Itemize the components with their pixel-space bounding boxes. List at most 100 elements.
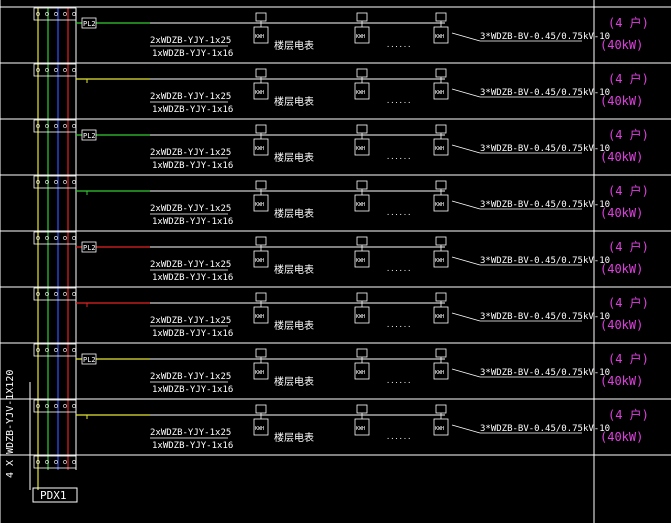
distribution-box bbox=[81, 241, 97, 253]
meter-continuation-dots: ...... bbox=[386, 433, 411, 441]
cable-spec-top: 2xWDZB-YJY-1x25 bbox=[150, 36, 231, 46]
terminal-dot bbox=[54, 404, 58, 408]
terminal-dot bbox=[36, 124, 40, 128]
cable-spec-bottom: 1xWDZB-YJY-1x16 bbox=[152, 161, 233, 171]
meter-breaker-icon bbox=[435, 124, 447, 134]
terminal-dot bbox=[54, 292, 58, 296]
terminal-block bbox=[33, 175, 77, 189]
power-label: (40kW) bbox=[600, 38, 643, 52]
households-label: (4 户) bbox=[608, 239, 649, 254]
terminal-dot bbox=[45, 236, 49, 240]
kwh-meter-label: KWH bbox=[356, 202, 365, 208]
meter-breaker-icon bbox=[255, 12, 267, 22]
terminal-dot bbox=[54, 348, 58, 352]
kwh-meter-icon bbox=[433, 250, 449, 268]
kwh-meter-icon bbox=[433, 138, 449, 156]
terminal-dot bbox=[36, 348, 40, 352]
branch-cable-label: 3*WDZB-BV-0.45/0.75kV-10 bbox=[480, 32, 610, 42]
households-label: (4 户) bbox=[608, 407, 649, 422]
terminal-dot bbox=[72, 124, 76, 128]
kwh-meter-icon bbox=[253, 362, 269, 380]
branch-leader-line bbox=[451, 144, 481, 154]
cable-spec-bottom: 1xWDZB-YJY-1x16 bbox=[152, 217, 233, 227]
kwh-meter-icon bbox=[253, 138, 269, 156]
kwh-meter-label: KWH bbox=[255, 202, 264, 208]
meter-breaker-icon bbox=[435, 236, 447, 246]
terminal-dot bbox=[36, 292, 40, 296]
kwh-meter-label: KWH bbox=[435, 314, 444, 320]
distribution-box-label: PL2 bbox=[83, 244, 96, 252]
terminal-block bbox=[33, 119, 77, 133]
power-label: (40kW) bbox=[600, 262, 643, 276]
terminal-dot bbox=[72, 68, 76, 72]
meter-breaker-icon bbox=[356, 12, 368, 22]
kwh-meter-icon bbox=[253, 250, 269, 268]
terminal-dot bbox=[63, 292, 67, 296]
meter-breaker-icon bbox=[356, 348, 368, 358]
terminal-dot bbox=[36, 12, 40, 16]
kwh-meter-label: KWH bbox=[255, 258, 264, 264]
terminal-dot bbox=[36, 180, 40, 184]
terminal-dot bbox=[36, 68, 40, 72]
terminal-dot bbox=[54, 236, 58, 240]
kwh-meter-icon bbox=[354, 194, 370, 212]
terminal-block bbox=[33, 63, 77, 77]
terminal-dot bbox=[36, 404, 40, 408]
cable-spec-top: 2xWDZB-YJY-1x25 bbox=[150, 260, 231, 270]
meter-breaker-icon bbox=[255, 348, 267, 358]
cable-spec-bottom: 1xWDZB-YJY-1x16 bbox=[152, 49, 233, 59]
kwh-meter-label: KWH bbox=[435, 426, 444, 432]
terminal-dot bbox=[72, 12, 76, 16]
kwh-meter-icon bbox=[253, 194, 269, 212]
meter-continuation-dots: ...... bbox=[386, 41, 411, 49]
cable-spec-bottom: 1xWDZB-YJY-1x16 bbox=[152, 329, 233, 339]
meter-breaker-icon bbox=[435, 68, 447, 78]
branch-cable-label: 3*WDZB-BV-0.45/0.75kV-10 bbox=[480, 144, 610, 154]
terminal-dot bbox=[54, 12, 58, 16]
cable-spec-top: 2xWDZB-YJY-1x25 bbox=[150, 204, 231, 214]
kwh-meter-icon bbox=[354, 82, 370, 100]
meter-breaker-icon bbox=[356, 180, 368, 190]
kwh-meter-icon bbox=[433, 362, 449, 380]
terminal-dot bbox=[72, 292, 76, 296]
branch-cable-label: 3*WDZB-BV-0.45/0.75kV-10 bbox=[480, 368, 610, 378]
branch-leader-line bbox=[451, 312, 481, 322]
kwh-meter-icon bbox=[433, 26, 449, 44]
households-label: (4 户) bbox=[608, 183, 649, 198]
floor-meter-label: 楼层电表 bbox=[274, 207, 314, 220]
meter-continuation-dots: ...... bbox=[386, 153, 411, 161]
meter-continuation-dots: ...... bbox=[386, 265, 411, 273]
distribution-box-label: PL2 bbox=[83, 20, 96, 28]
terminal-block bbox=[33, 399, 77, 413]
power-label: (40kW) bbox=[600, 150, 643, 164]
meter-breaker-icon bbox=[255, 124, 267, 134]
floor-meter-label: 楼层电表 bbox=[274, 151, 314, 164]
branch-leader-line bbox=[451, 88, 481, 98]
terminal-dot bbox=[36, 460, 40, 464]
kwh-meter-label: KWH bbox=[356, 90, 365, 96]
floor-meter-label: 楼层电表 bbox=[274, 375, 314, 388]
terminal-dot bbox=[72, 460, 76, 464]
kwh-meter-label: KWH bbox=[435, 202, 444, 208]
meter-breaker-icon bbox=[356, 68, 368, 78]
terminal-dot bbox=[45, 292, 49, 296]
meter-breaker-icon bbox=[435, 404, 447, 414]
cable-spec-top: 2xWDZB-YJY-1x25 bbox=[150, 372, 231, 382]
branch-leader-line bbox=[451, 256, 481, 266]
terminal-dot bbox=[63, 124, 67, 128]
kwh-meter-icon bbox=[253, 26, 269, 44]
cable-spec-bottom: 1xWDZB-YJY-1x16 bbox=[152, 105, 233, 115]
terminal-dot bbox=[72, 236, 76, 240]
terminal-dot bbox=[63, 460, 67, 464]
kwh-meter-label: KWH bbox=[255, 370, 264, 376]
power-label: (40kW) bbox=[600, 430, 643, 444]
terminal-dot bbox=[63, 348, 67, 352]
kwh-meter-icon bbox=[433, 82, 449, 100]
kwh-meter-icon bbox=[354, 26, 370, 44]
terminal-dot bbox=[45, 404, 49, 408]
power-label: (40kW) bbox=[600, 94, 643, 108]
terminal-dot bbox=[54, 460, 58, 464]
terminal-dot bbox=[45, 460, 49, 464]
kwh-meter-label: KWH bbox=[435, 258, 444, 264]
